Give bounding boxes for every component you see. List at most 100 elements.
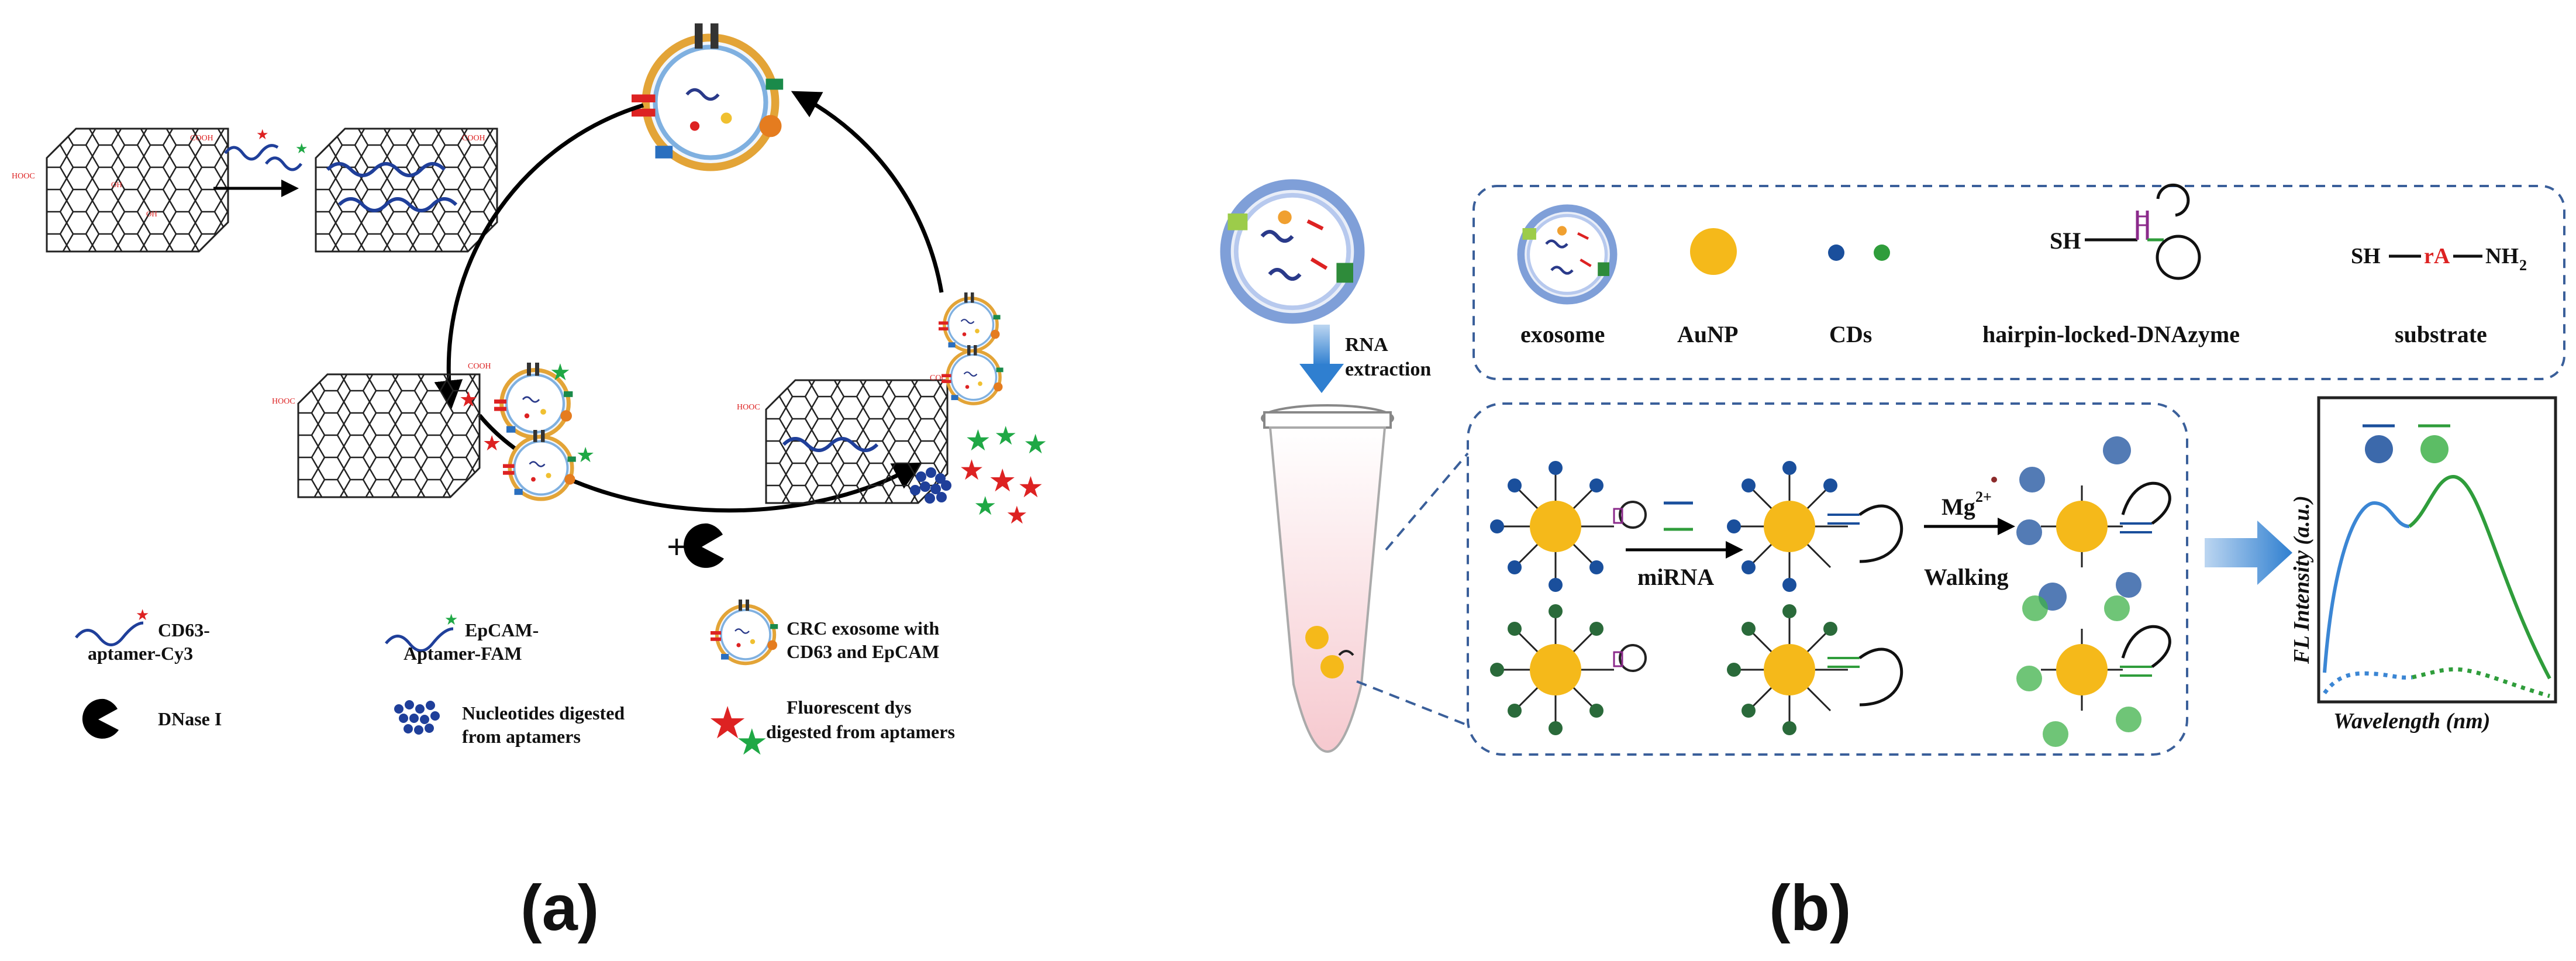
zoom-line-bottom (1356, 680, 1468, 726)
exosome-released-2 (942, 345, 1003, 404)
probe-blue-unlocked (1727, 461, 1903, 592)
dye-star-green: ★ (736, 723, 768, 763)
go-sheet-digested: HOOC COOH (737, 374, 953, 504)
legend-cds: CDs (1829, 321, 1872, 347)
probe-green-initial (1490, 604, 1647, 735)
panel-a-label: (a) (520, 872, 599, 944)
svg-text:★: ★ (965, 424, 991, 457)
svg-text:★: ★ (482, 432, 501, 455)
svg-text:★: ★ (988, 463, 1016, 498)
plot-xlabel: Wavelength (nm) (2333, 709, 2490, 733)
legend-crc-line1: CRC exosome with (787, 618, 940, 639)
legend-exosome: exosome (1520, 321, 1605, 347)
probe-blue-released (2016, 436, 2171, 611)
substrate-ra: rA (2424, 244, 2450, 268)
legend-box-b (1473, 185, 2565, 380)
exosome-released-1 (939, 292, 1001, 351)
hairpin-sh-label: SH (2050, 228, 2081, 254)
legend-crc-line2: CD63 and EpCAM (787, 641, 939, 662)
substrate-legend-icon: SH rA NH 2 (2351, 244, 2527, 274)
svg-text:★: ★ (256, 128, 269, 143)
mg-label: Mg (1942, 494, 1975, 520)
legend-a: ★ CD63- aptamer-Cy3 ★ EpCAM- Aptamer-FAM… (75, 600, 955, 763)
probe-blue-initial (1490, 461, 1647, 592)
substrate-nh-subscript: 2 (2519, 257, 2527, 274)
plot-ylabel: FL Intensity (a.u.) (2289, 495, 2314, 664)
released-fluorophores: ★ ★ ★ ★ ★ ★ ★ ★ (959, 422, 1047, 529)
exosome-source (1226, 185, 1360, 319)
result-arrow (2205, 521, 2292, 585)
cycle-arrow-right (791, 91, 944, 293)
go-sheet-exosome-bound: HOOC COOH ★ ★ (272, 362, 501, 498)
plus-sign: + (667, 528, 687, 566)
cycle-arrow-left (434, 103, 644, 409)
extraction-line1: RNA (1345, 334, 1388, 356)
zoom-line-top (1385, 452, 1469, 551)
hairpin-legend-icon: SH (2050, 183, 2201, 280)
legend-dyes-line1: Fluorescent dys (787, 697, 912, 718)
legend-epcam-line2: Aptamer-FAM (404, 643, 522, 664)
legend-cd63-line2: aptamer-Cy3 (88, 643, 193, 664)
cd-blue-legend-icon (1828, 244, 1844, 261)
svg-text:★: ★ (959, 455, 984, 486)
extraction-line2: extraction (1345, 359, 1431, 380)
svg-text:★: ★ (1018, 471, 1044, 504)
panel-b-label: (b) (1769, 872, 1851, 944)
go-hooc-label-4: HOOC (272, 397, 295, 406)
reaction-box (1467, 402, 2188, 756)
nucleotides-icon (394, 700, 440, 735)
svg-text:★: ★ (1023, 429, 1047, 459)
legend-dyes-line2: digested from aptamers (766, 721, 955, 742)
mg-charge: 2+ (1975, 488, 1992, 505)
legend-cd63-line1: CD63- (158, 619, 210, 640)
cd63-aptamer-icon (75, 621, 144, 646)
svg-text:★: ★ (974, 492, 996, 521)
probe-green-unlocked (1727, 604, 1903, 735)
svg-text:★: ★ (136, 607, 149, 624)
dnase-icon-cycle (684, 523, 724, 568)
fl-spectrum-plot: FL Intensity (a.u.) Wavelength (nm) (2289, 396, 2557, 733)
green-spectrum (2408, 474, 2551, 680)
go-oh-label: OH (111, 180, 122, 189)
legend-nucleotides-line1: Nucleotides digested (462, 702, 625, 724)
svg-text:★: ★ (550, 359, 571, 385)
dye-star-red: ★ (708, 699, 747, 748)
probe-green-released (2016, 595, 2171, 747)
extraction-arrow-head (1299, 364, 1344, 393)
legend-aunp: AuNP (1677, 321, 1738, 347)
legend-dnase: DNase I (158, 708, 222, 729)
aunp-legend-icon (1690, 228, 1737, 275)
go-cooh-label-4: COOH (468, 362, 491, 371)
substrate-sh: SH (2351, 244, 2381, 268)
svg-text:★: ★ (994, 422, 1017, 450)
substrate-nh: NH (2485, 244, 2519, 268)
blue-spectrum-blank (2323, 671, 2413, 695)
exosome-legend-icon (1521, 208, 1613, 301)
legend-nucleotides-line2: from aptamers (462, 726, 581, 747)
svg-text:★: ★ (1006, 502, 1028, 529)
free-aptamers: ★ ★ (224, 128, 308, 171)
svg-text:★: ★ (576, 443, 595, 467)
mirna-strands (1664, 501, 1693, 531)
extraction-arrow-shaft (1313, 325, 1330, 366)
plot-green-dot (2420, 435, 2449, 463)
legend-substrate: substrate (2395, 321, 2487, 347)
go-sheet-adsorbed: COOH (315, 128, 498, 253)
svg-text:★: ★ (295, 142, 308, 157)
mg-ion-dot (1991, 477, 1997, 483)
dnase-icon (82, 698, 119, 739)
blue-spectrum (2323, 501, 2410, 673)
go-oh-label-2: OH (146, 209, 157, 218)
go-hooc-label-5: HOOC (737, 403, 760, 412)
crc-exosome-top (632, 23, 783, 167)
go-cooh-label: COOH (190, 134, 213, 143)
green-spectrum-blank (2412, 667, 2550, 698)
go-hooc-label: HOOC (12, 172, 35, 181)
nucleotide-cluster (910, 467, 951, 504)
crc-exosome-legend-icon (711, 600, 778, 663)
mirna-label: miRNA (1637, 564, 1714, 590)
svg-text:★: ★ (444, 611, 458, 628)
exosome-bound-lower (503, 430, 576, 499)
panel-b: RNA extraction exosome AuNP CDs SH (1226, 183, 2565, 944)
